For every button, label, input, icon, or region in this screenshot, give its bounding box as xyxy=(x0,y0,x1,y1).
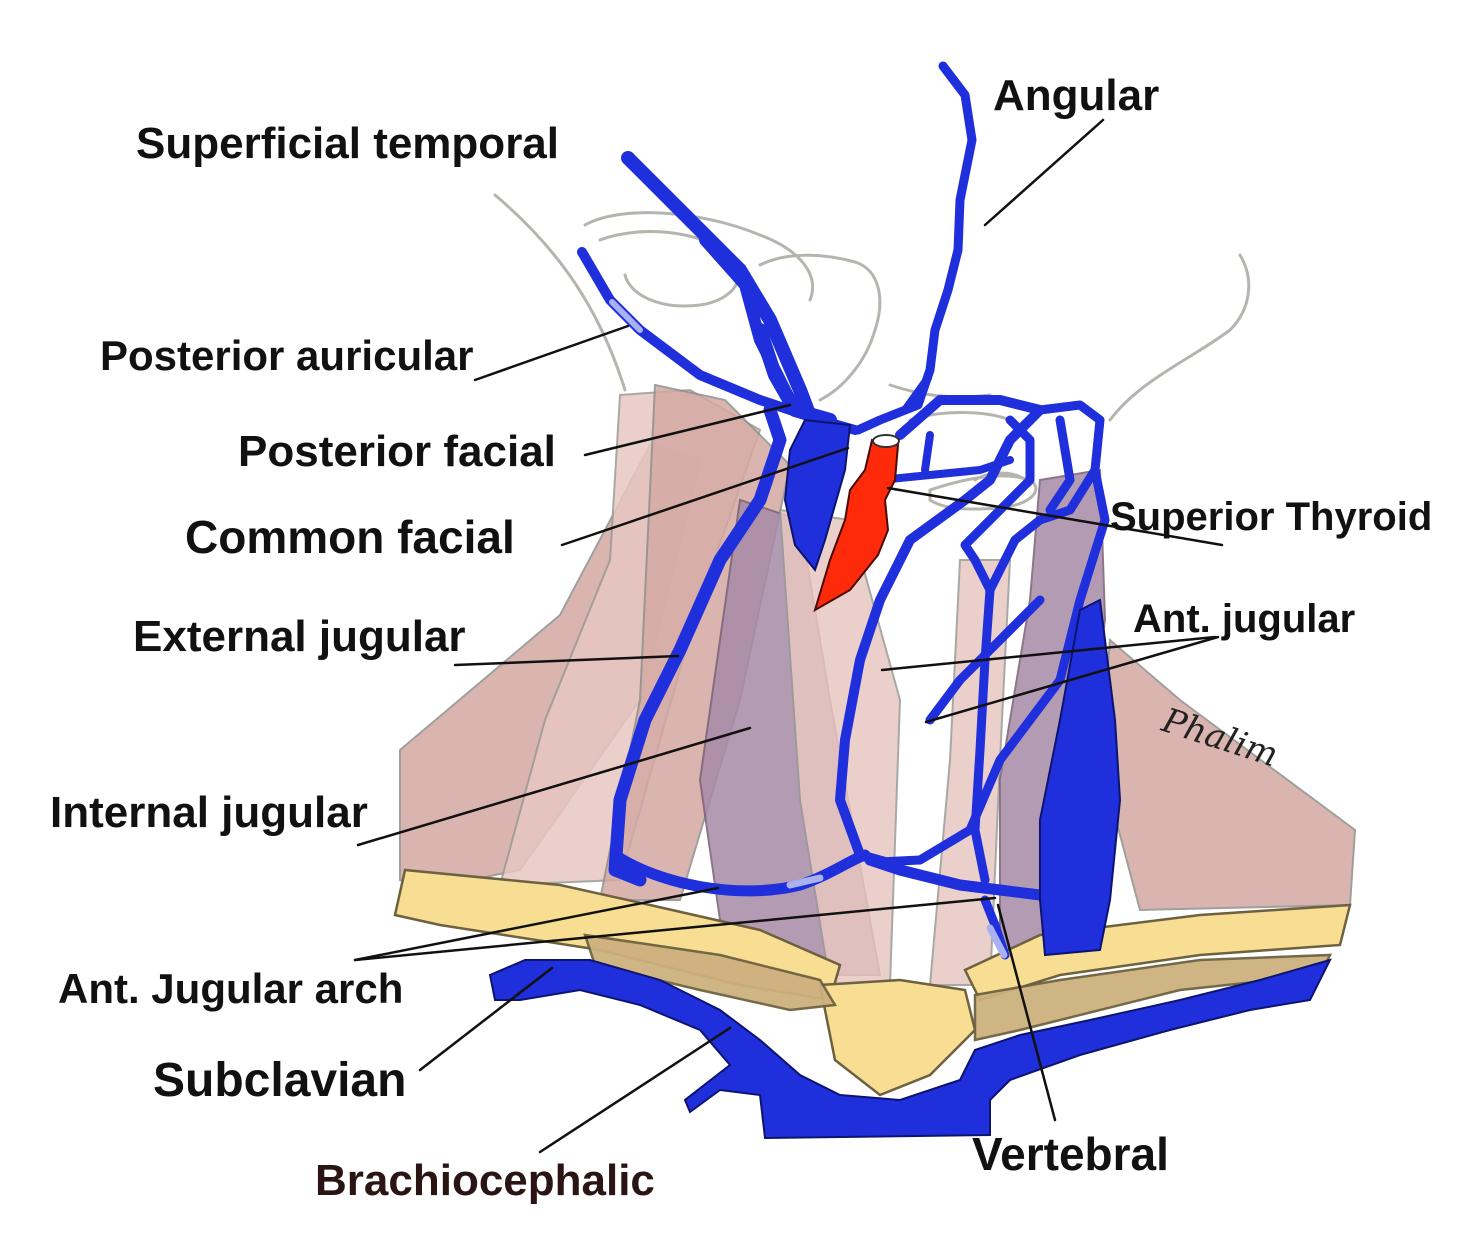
label-superior-thyroid: Superior Thyroid xyxy=(1110,495,1432,539)
label-posterior-facial: Posterior facial xyxy=(238,427,556,476)
leader-common-facial xyxy=(560,446,850,547)
leader-posterior-facial xyxy=(583,403,792,457)
external-carotid-artery xyxy=(813,438,900,613)
posterior-facial-vein xyxy=(753,323,837,427)
label-posterior-auricular: Posterior auricular xyxy=(100,332,473,379)
leader-vertebral xyxy=(996,903,1057,1122)
leader-ant-jugular-1 xyxy=(880,635,1217,672)
label-angular: Angular xyxy=(993,71,1159,120)
internal-jugular-vein xyxy=(783,418,852,573)
leader-brachiocephalic xyxy=(538,1026,732,1154)
label-internal-jugular: Internal jugular xyxy=(50,788,368,837)
superficial-temporal-vein xyxy=(621,151,822,437)
leader-external-jugular xyxy=(453,654,680,667)
arteries xyxy=(813,434,900,613)
leader-ant-jugular-2 xyxy=(924,635,1220,724)
leader-angular xyxy=(983,118,1105,227)
label-vertebral: Vertebral xyxy=(972,1128,1169,1180)
label-common-facial: Common facial xyxy=(185,511,515,563)
superior-thyroid-vein xyxy=(876,456,1014,484)
external-jugular-vein xyxy=(608,403,787,887)
ant-jugular-vein-mid xyxy=(960,415,1035,885)
label-brachiocephalic: Brachiocephalic xyxy=(315,1156,655,1205)
label-ant-jugular: Ant. jugular xyxy=(1133,597,1355,641)
label-subclavian: Subclavian xyxy=(153,1054,406,1107)
leader-ant-jugular-arch-2 xyxy=(353,896,997,962)
internal-jugular-vein-right xyxy=(1039,598,1122,957)
leader-internal-jugular xyxy=(356,726,752,847)
angular-vein xyxy=(853,61,977,435)
trapezius-right xyxy=(1098,637,1357,912)
ant-jugular-arch xyxy=(609,849,871,897)
leader-superior-thyroid xyxy=(886,486,1224,547)
label-superficial-temporal: Superficial temporal xyxy=(136,119,559,168)
carotid-cut-end xyxy=(872,434,900,448)
leader-lines xyxy=(353,118,1224,1154)
subclavian-vein-left xyxy=(488,958,1332,1140)
manubrium xyxy=(818,978,977,1097)
ant-jugular-vein-left xyxy=(835,395,1045,867)
label-external-jugular: External jugular xyxy=(133,612,466,661)
leader-subclavian xyxy=(418,966,554,1072)
label-ant-jugular-arch: Ant. Jugular arch xyxy=(58,965,403,1012)
veins xyxy=(488,61,1332,1140)
leader-posterior-auricular xyxy=(473,324,630,382)
leader-ant-jugular-arch-1 xyxy=(353,886,720,962)
